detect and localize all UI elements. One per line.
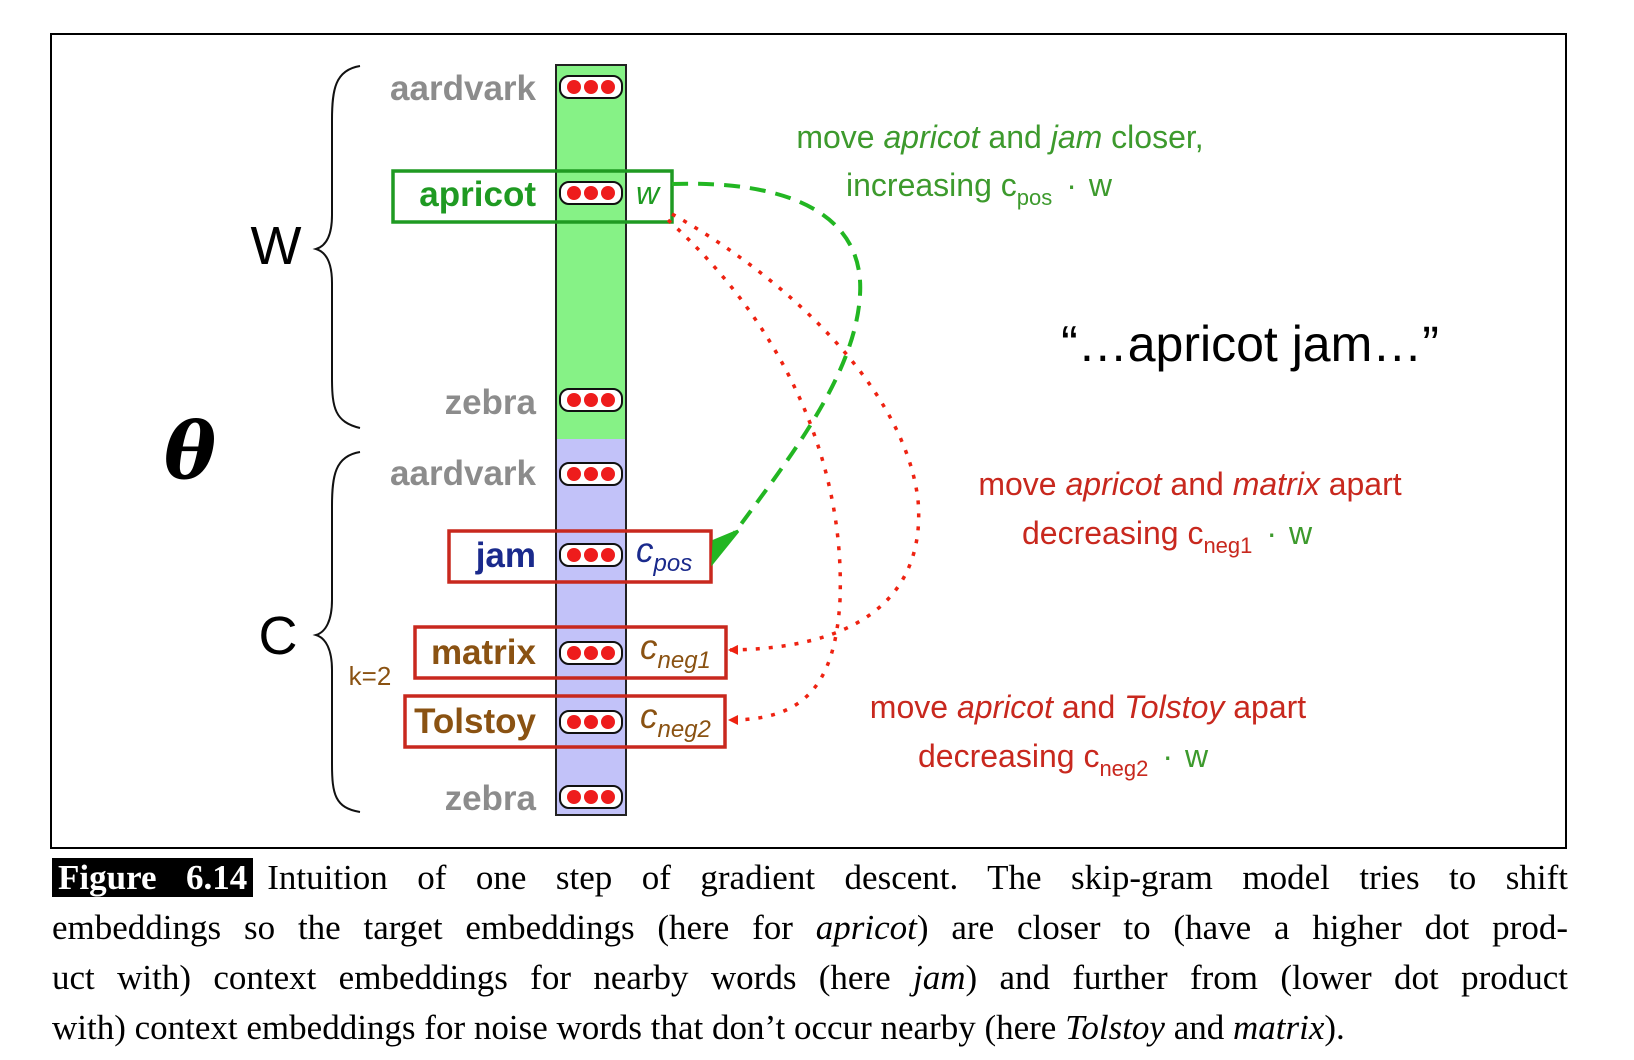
jam-box	[447, 529, 713, 584]
skip-gram-diagram: θ W C k=2 aardvark apricot zebra aardvar…	[50, 33, 1567, 849]
var-cneg2: cneg2	[640, 697, 711, 743]
vector-dot	[601, 790, 615, 804]
vector-tolstoy	[559, 710, 623, 734]
vector-dot	[567, 715, 581, 729]
context-word-zebra: zebra	[445, 779, 537, 818]
vector-dot	[601, 715, 615, 729]
target-word-aardvark: aardvark	[390, 69, 536, 108]
vector-dot	[567, 467, 581, 481]
var-cneg1: cneg1	[640, 628, 711, 674]
context-word-aardvark: aardvark	[390, 454, 536, 493]
w-brace	[312, 65, 361, 429]
vector-dot	[584, 80, 598, 94]
context-word-tolstoy: Tolstoy	[414, 702, 536, 741]
annotation-neg1-line1: move apricot and matrix apart	[978, 466, 1401, 502]
var-w: w	[636, 175, 661, 211]
vector-dot	[601, 646, 615, 660]
embedding-vectors	[559, 75, 623, 809]
c-brace	[312, 451, 361, 813]
vector-matrix	[559, 641, 623, 665]
vector-dot	[601, 186, 615, 200]
vector-dot	[567, 186, 581, 200]
figure-frame	[50, 33, 1567, 849]
tolstoy-box	[403, 694, 727, 749]
vector-dot	[567, 80, 581, 94]
vector-apricot	[559, 181, 623, 205]
apricot-box	[391, 169, 674, 224]
w-matrix-label: W	[251, 216, 302, 276]
annotation-neg1-line2: decreasing cneg1·w	[1022, 515, 1313, 558]
vector-jam	[559, 543, 623, 567]
target-word-apricot: apricot	[419, 175, 536, 214]
annotation-pos-line1: move apricot and jam closer,	[796, 119, 1203, 155]
annotation-neg2-line2: decreasing cneg2·w	[918, 738, 1209, 781]
context-word-jam: jam	[475, 536, 536, 575]
vector-dot	[584, 467, 598, 481]
var-cpos: cpos	[636, 531, 692, 577]
vector-aardvark-target	[559, 75, 623, 99]
vector-zebra-target	[559, 388, 623, 412]
vector-dot	[584, 790, 598, 804]
caption-line-4: with) context embeddings for noise words…	[52, 1008, 1345, 1047]
target-embedding-column	[556, 65, 626, 439]
vector-dot	[601, 80, 615, 94]
context-quote: “…apricot jam…”	[1061, 316, 1439, 372]
context-word-matrix: matrix	[431, 633, 537, 672]
vector-dot	[567, 548, 581, 562]
neg2-arrow	[666, 218, 843, 725]
caption-line-3: uct with) context embeddings for nearby …	[52, 958, 1569, 997]
vector-dot	[584, 646, 598, 660]
matrix-box	[413, 625, 728, 680]
caption-line-2: embeddings so the target embeddings (her…	[52, 908, 1568, 947]
vector-dot	[567, 790, 581, 804]
vector-dot	[601, 467, 615, 481]
annotation-neg2-line1: move apricot and Tolstoy apart	[870, 689, 1307, 725]
caption-line-1: Figure 6.14 Intuition of one step of grad…	[52, 853, 1568, 903]
vector-dot	[584, 186, 598, 200]
vector-dot	[601, 548, 615, 562]
vector-dot	[584, 548, 598, 562]
vector-dot	[567, 646, 581, 660]
theta-symbol: θ	[164, 406, 216, 497]
target-word-zebra: zebra	[445, 383, 537, 422]
k-label: k=2	[349, 661, 392, 691]
vector-aardvark-context	[559, 462, 623, 486]
embedding-column-border	[555, 64, 627, 816]
pos-arrow-head	[711, 529, 740, 567]
vector-dot	[584, 393, 598, 407]
c-matrix-label: C	[259, 606, 298, 666]
vector-dot	[567, 393, 581, 407]
figure-label: Figure 6.14	[52, 858, 254, 897]
vector-zebra-context	[559, 785, 623, 809]
annotation-pos-line2: increasing cpos·w	[846, 167, 1113, 210]
figure-caption: Figure 6.14 Intuition of one step of grad…	[52, 853, 1568, 1053]
vector-dot	[601, 393, 615, 407]
pos-arrow	[671, 181, 863, 552]
vector-dot	[584, 715, 598, 729]
caption-text-1: Intuition of one step of gradient descen…	[267, 858, 1568, 897]
